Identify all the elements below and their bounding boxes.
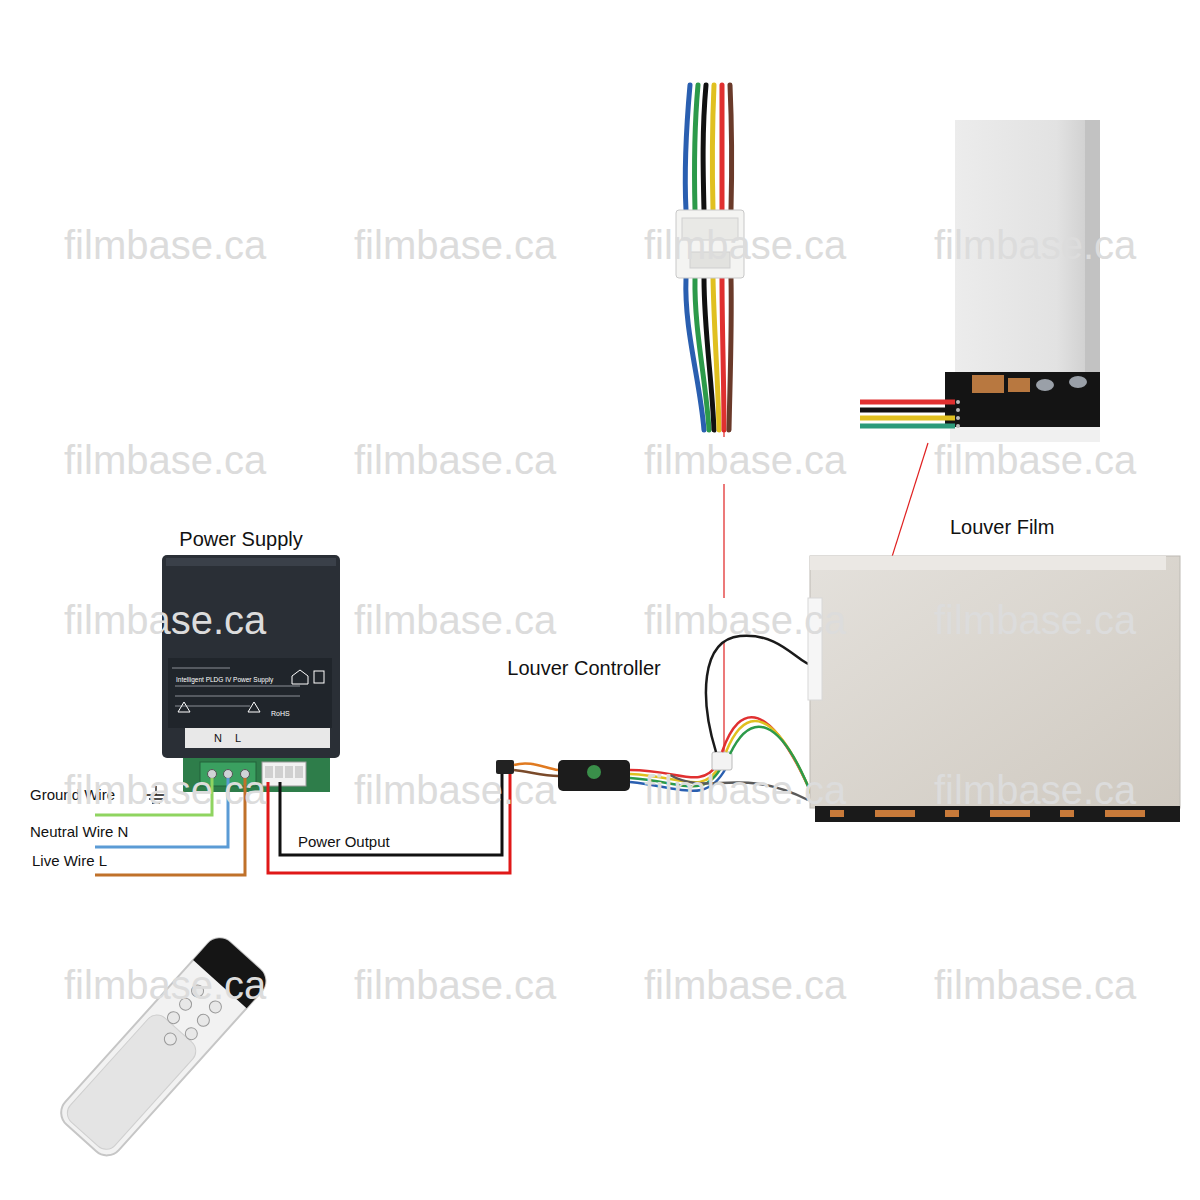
watermark: filmbase.ca	[64, 440, 266, 480]
watermark: filmbase.ca	[644, 225, 846, 265]
remote-control	[55, 932, 272, 1162]
film-edge-photo	[860, 120, 1100, 442]
wire-name: Live Wire L	[32, 852, 107, 869]
watermark: filmbase.ca	[354, 600, 556, 640]
watermark: filmbase.ca	[644, 600, 846, 640]
wire-name: Neutral Wire N	[30, 823, 128, 840]
terminal-name: N	[214, 732, 222, 745]
component-heading: Louver Controller	[507, 657, 660, 680]
watermark: filmbase.ca	[644, 965, 846, 1005]
watermark: filmbase.ca	[64, 770, 266, 810]
watermark: filmbase.ca	[354, 440, 556, 480]
watermark: filmbase.ca	[934, 440, 1136, 480]
louver-film	[808, 556, 1180, 822]
watermark: filmbase.ca	[354, 770, 556, 810]
device-print: RoHS	[271, 710, 290, 718]
watermark: filmbase.ca	[934, 770, 1136, 810]
watermark: filmbase.ca	[644, 770, 846, 810]
watermark: filmbase.ca	[64, 225, 266, 265]
watermark: filmbase.ca	[64, 600, 266, 640]
watermark: filmbase.ca	[934, 965, 1136, 1005]
terminal-name: L	[235, 732, 241, 745]
device-print: Intelligent PLDG IV Power Supply	[176, 676, 273, 683]
component-node: Power Supply	[150, 528, 332, 795]
edge-label: Power Output	[296, 833, 392, 850]
component-heading: Louver Film	[950, 516, 1054, 539]
watermark: filmbase.ca	[64, 965, 266, 1005]
component-heading: Power Supply	[179, 528, 302, 551]
watermark: filmbase.ca	[934, 600, 1136, 640]
watermark: filmbase.ca	[644, 440, 846, 480]
watermark: filmbase.ca	[354, 225, 556, 265]
watermark: filmbase.ca	[934, 225, 1136, 265]
watermark: filmbase.ca	[354, 965, 556, 1005]
power-supply-unit	[162, 555, 340, 792]
